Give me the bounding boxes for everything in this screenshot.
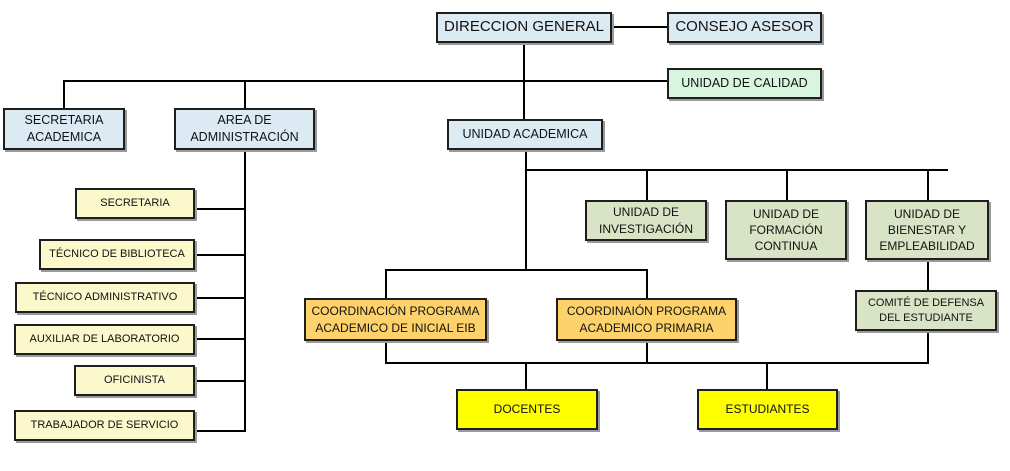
node-unidad-bienestar: UNIDAD DE BIENESTAR Y EMPLEABILIDAD bbox=[865, 200, 989, 260]
node-unidad-academica: UNIDAD ACADEMICA bbox=[447, 119, 603, 150]
node-coord-primaria: COORDINAIÓN PROGRAMA ACADEMICO PRIMARIA bbox=[556, 298, 737, 341]
connector bbox=[646, 269, 648, 299]
connector bbox=[63, 80, 668, 82]
node-area-administracion: AREA DE ADMINISTRACIÓN bbox=[174, 108, 315, 150]
connector bbox=[766, 362, 768, 390]
connector bbox=[525, 150, 527, 270]
connector bbox=[195, 208, 245, 210]
connector bbox=[385, 269, 387, 299]
connector bbox=[195, 254, 245, 256]
connector bbox=[646, 169, 648, 200]
connector bbox=[385, 269, 648, 271]
node-unidad-calidad: UNIDAD DE CALIDAD bbox=[667, 68, 822, 99]
node-consejo-asesor: CONSEJO ASESOR bbox=[667, 12, 822, 43]
connector bbox=[786, 169, 788, 200]
connector bbox=[927, 259, 929, 290]
connector bbox=[525, 362, 527, 390]
connector bbox=[646, 341, 648, 363]
connector bbox=[525, 169, 948, 171]
connector bbox=[385, 341, 387, 363]
connector bbox=[195, 430, 245, 432]
node-direccion-general: DIRECCION GENERAL bbox=[436, 12, 612, 43]
connector bbox=[244, 80, 246, 108]
node-unidad-investigacion: UNIDAD DE INVESTIGACIÓN bbox=[585, 200, 707, 241]
connector bbox=[612, 26, 667, 28]
connector bbox=[385, 362, 929, 364]
connector bbox=[195, 380, 245, 382]
connector bbox=[244, 150, 246, 432]
connector bbox=[927, 169, 929, 200]
node-admin-staff: TÉCNICO DE BIBLIOTECA bbox=[39, 239, 195, 270]
node-admin-staff: SECRETARIA bbox=[75, 188, 195, 219]
node-secretaria-academica: SECRETARIA ACADEMICA bbox=[3, 108, 125, 150]
node-docentes: DOCENTES bbox=[456, 389, 598, 430]
node-admin-staff: TÉCNICO ADMINISTRATIVO bbox=[15, 282, 195, 313]
connector bbox=[63, 80, 65, 108]
connector bbox=[195, 297, 245, 299]
node-comite-defensa: COMITÉ DE DEFENSA DEL ESTUDIANTE bbox=[855, 290, 997, 331]
node-unidad-formacion: UNIDAD DE FORMACIÓN CONTINUA bbox=[725, 200, 847, 260]
connector bbox=[195, 338, 245, 340]
connector bbox=[927, 330, 929, 363]
node-coord-inicial: COORDINACIÓN PROGRAMA ACADEMICO DE INICI… bbox=[304, 298, 487, 341]
node-estudiantes: ESTUDIANTES bbox=[697, 389, 838, 430]
node-admin-staff: TRABAJADOR DE SERVICIO bbox=[14, 410, 195, 441]
node-admin-staff: AUXILIAR DE LABORATORIO bbox=[14, 324, 195, 355]
node-admin-staff: OFICINISTA bbox=[74, 365, 195, 396]
